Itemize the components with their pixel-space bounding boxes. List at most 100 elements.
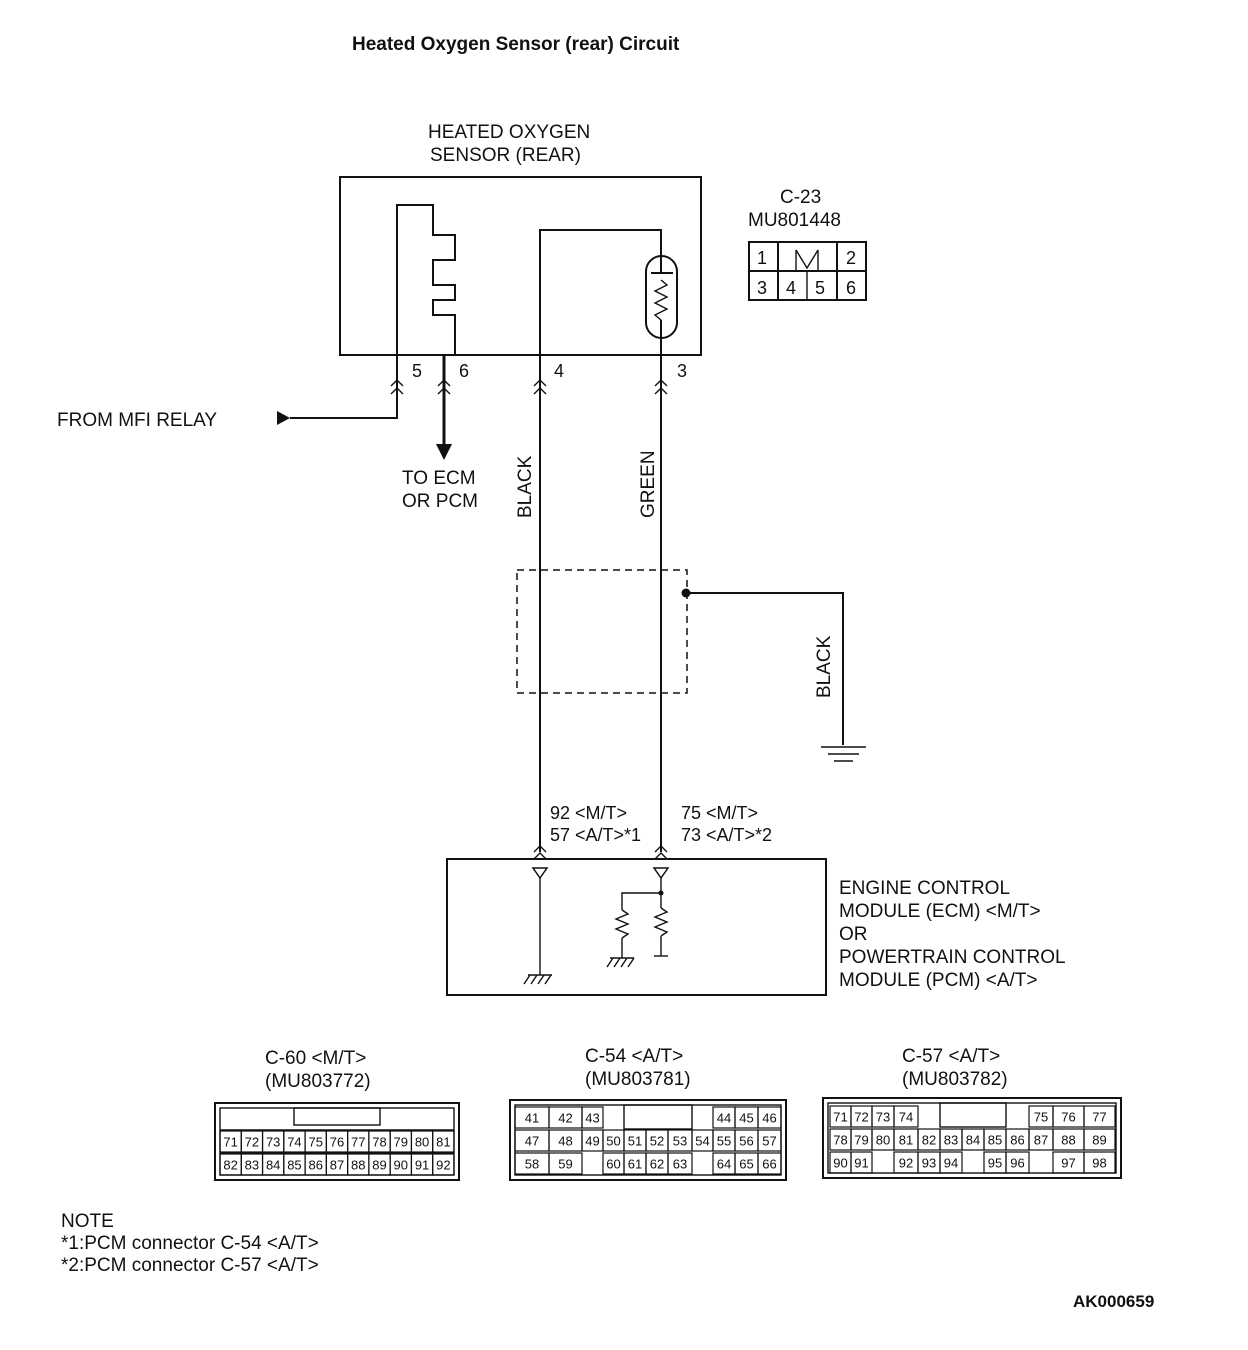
to-ecm-label-line1: TO ECM: [402, 468, 476, 489]
pin-number: 57: [762, 1134, 776, 1149]
pin-number: 55: [717, 1134, 731, 1149]
pin-number: 56: [739, 1134, 753, 1149]
pin-number: 62: [650, 1157, 664, 1172]
pin-number: 49: [585, 1134, 599, 1149]
module-left-circuit: [523, 867, 552, 985]
pin-number: 90: [394, 1158, 408, 1173]
pin-number: 71: [833, 1110, 847, 1125]
pin-number: 74: [287, 1135, 301, 1150]
pin-number: 78: [833, 1133, 847, 1148]
from-mfi-relay-label: FROM MFI RELAY: [57, 410, 217, 431]
pin-number: 95: [988, 1156, 1002, 1171]
pin-number: 91: [854, 1156, 868, 1171]
pin-number: 79: [854, 1133, 868, 1148]
pin-number: 66: [762, 1157, 776, 1172]
connector-chevron-icon: [390, 379, 404, 387]
pin-number: 74: [899, 1110, 913, 1125]
module-label-line5: MODULE (PCM) <A/T>: [839, 970, 1037, 991]
pin-cell: [1083, 1105, 1116, 1128]
connector-chevron-icon: [437, 387, 451, 395]
resistor-icon: [614, 909, 630, 939]
c23-pin-5: 5: [815, 278, 825, 298]
c23-connector-face: 1 2 3 4 5 6: [748, 241, 867, 301]
pin-number: 65: [739, 1157, 753, 1172]
pin-number: 96: [1010, 1156, 1024, 1171]
module-label-line2: MODULE (ECM) <M/T>: [839, 901, 1041, 922]
pin-number: 41: [525, 1111, 539, 1126]
c23-pin-2: 2: [846, 248, 856, 268]
pin-number: 64: [717, 1157, 731, 1172]
c54-part: (MU803781): [585, 1069, 691, 1090]
pin-cell: [432, 1153, 455, 1176]
ground-wire-label: BLACK: [814, 635, 835, 698]
pin-number: 87: [1034, 1133, 1048, 1148]
pin-number: 44: [717, 1111, 731, 1126]
pin-number: 94: [944, 1156, 958, 1171]
connector-chevron-icon: [533, 852, 547, 860]
pin-cell: [757, 1106, 782, 1129]
pin-number: 82: [223, 1158, 237, 1173]
pin-cell: [1083, 1151, 1116, 1174]
c23-pin-3: 3: [757, 278, 767, 298]
pin-number: 89: [1092, 1133, 1106, 1148]
module-label-line1: ENGINE CONTROL: [839, 878, 1010, 899]
terminal-4-label: 4: [554, 361, 564, 381]
figure-code: AK000659: [1073, 1292, 1154, 1311]
right-pin-label-line1: 75 <M/T>: [681, 803, 758, 823]
black-wire-label: BLACK: [515, 455, 536, 518]
pin-number: 71: [223, 1135, 237, 1150]
pin-number: 84: [266, 1158, 280, 1173]
module-right-circuit: [606, 867, 670, 968]
sensor-signal-wire-internal: [539, 229, 662, 355]
left-pin-label-line1: 92 <M/T>: [550, 803, 627, 823]
module-label-line3: OR: [839, 924, 868, 945]
terminal-3-label: 3: [677, 361, 687, 381]
green-wire-label: GREEN: [638, 450, 659, 518]
mfi-relay-wire: [290, 355, 398, 419]
pin-number: 88: [1061, 1133, 1075, 1148]
pin-cell: [667, 1152, 693, 1175]
pin-number: 92: [436, 1158, 450, 1173]
pin-cell: [432, 1130, 455, 1153]
connector-chevron-icon: [437, 379, 451, 387]
pin-number: 76: [1061, 1110, 1075, 1125]
c23-pin-1: 1: [757, 248, 767, 268]
pin-cell: [548, 1152, 583, 1175]
sensor-element-icon: [645, 255, 678, 355]
pin-number: 52: [650, 1134, 664, 1149]
pin-number: 47: [525, 1134, 539, 1149]
c23-part: MU801448: [748, 210, 841, 231]
pin-number: 87: [330, 1158, 344, 1173]
pin-number: 86: [308, 1158, 322, 1173]
c57-part: (MU803782): [902, 1069, 1008, 1090]
to-ecm-label-line2: OR PCM: [402, 491, 478, 512]
sensor-box: [339, 176, 702, 356]
note-heading: NOTE: [61, 1211, 114, 1232]
terminal-5-label: 5: [412, 361, 422, 381]
connector-chevron-icon: [654, 852, 668, 860]
pin-number: 46: [762, 1111, 776, 1126]
pin-number: 83: [944, 1133, 958, 1148]
c57-name: C-57 <A/T>: [902, 1046, 1000, 1067]
resistor-icon: [653, 907, 669, 937]
pin-cell: [1005, 1151, 1030, 1174]
c23-id: C-23: [780, 187, 821, 208]
connector-chevron-icon: [533, 387, 547, 395]
pin-number: 92: [899, 1156, 913, 1171]
pin-number: 75: [1034, 1110, 1048, 1125]
pin-cell: [939, 1151, 963, 1174]
pin-number: 58: [525, 1157, 539, 1172]
pin-number: 43: [585, 1111, 599, 1126]
sensor-label-line2: SENSOR (REAR): [430, 145, 581, 166]
diagram-title: Heated Oxygen Sensor (rear) Circuit: [352, 34, 680, 55]
pin-number: 83: [245, 1158, 259, 1173]
right-pin-label-line2: 73 <A/T>*2: [681, 825, 772, 845]
c54-name: C-54 <A/T>: [585, 1046, 683, 1067]
connector-chevron-icon: [390, 387, 404, 395]
pin-cell: [893, 1105, 919, 1128]
pin-number: 84: [966, 1133, 980, 1148]
connector-chevron-icon: [654, 845, 668, 853]
pin-cell: [757, 1152, 782, 1175]
